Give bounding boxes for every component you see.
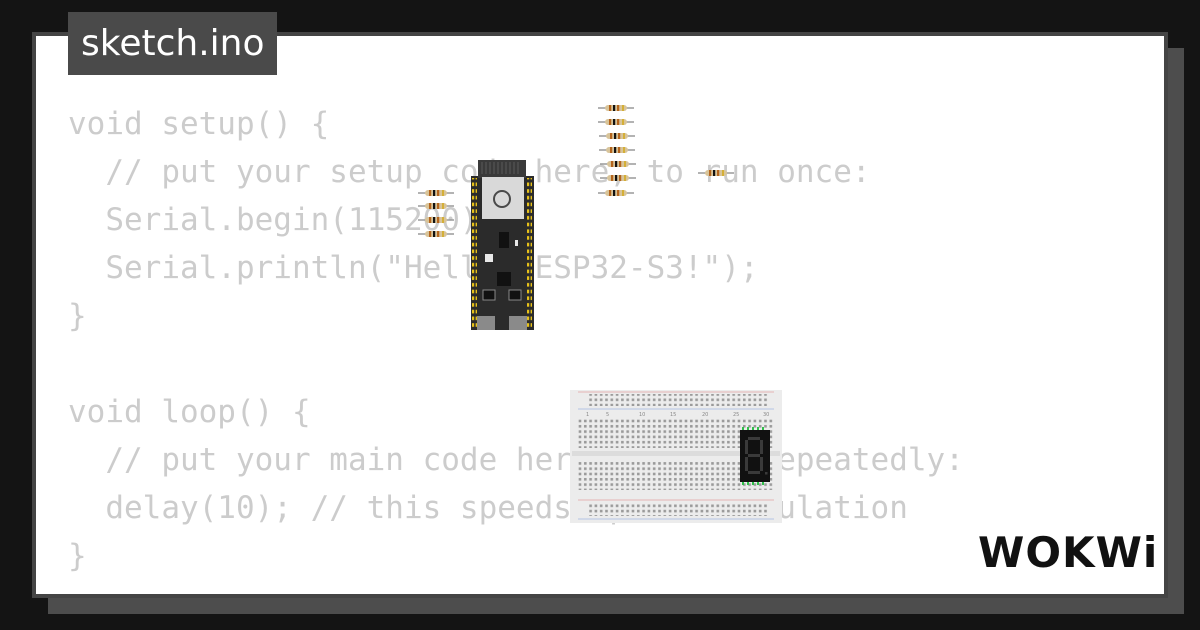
usb-port — [509, 316, 527, 330]
logo-text: WOKWi — [978, 528, 1159, 577]
breadboard-column-labels: 1 5 10 15 20 25 30 — [586, 412, 769, 418]
seven-segment-display[interactable] — [740, 427, 770, 485]
file-tab[interactable]: sketch.ino — [68, 12, 278, 75]
column-label: 10 — [639, 412, 645, 418]
code-line: } — [68, 538, 87, 574]
boot-button[interactable] — [482, 289, 496, 301]
espressif-logo-icon — [493, 190, 511, 208]
code-line: Serial.println("Hello, ESP32-S3!"); — [68, 250, 759, 286]
power-rail-top — [588, 394, 768, 406]
column-label: 25 — [733, 412, 739, 418]
power-rail-bottom — [588, 503, 768, 516]
reset-button[interactable] — [508, 289, 522, 301]
module-shield — [482, 177, 524, 219]
segment-digit — [745, 437, 768, 475]
column-label: 1 — [586, 412, 589, 418]
column-label: 5 — [606, 412, 609, 418]
esp32-s3-board[interactable] — [471, 160, 534, 330]
resistor-group-left[interactable] — [417, 189, 455, 238]
column-label: 15 — [670, 412, 676, 418]
usb-port — [477, 316, 495, 330]
column-label: 20 — [702, 412, 708, 418]
breadboard[interactable]: 1 5 10 15 20 25 30 — [570, 390, 782, 523]
resistor-group-top[interactable] — [597, 104, 637, 197]
column-label: 30 — [763, 412, 769, 418]
wokwi-logo: WOKWi — [978, 528, 1158, 577]
resistor-single[interactable] — [697, 169, 735, 177]
code-line: } — [68, 298, 87, 334]
code-line: void setup() { — [68, 106, 330, 142]
file-tab-label: sketch.ino — [81, 23, 265, 64]
code-line: void loop() { — [68, 394, 311, 430]
